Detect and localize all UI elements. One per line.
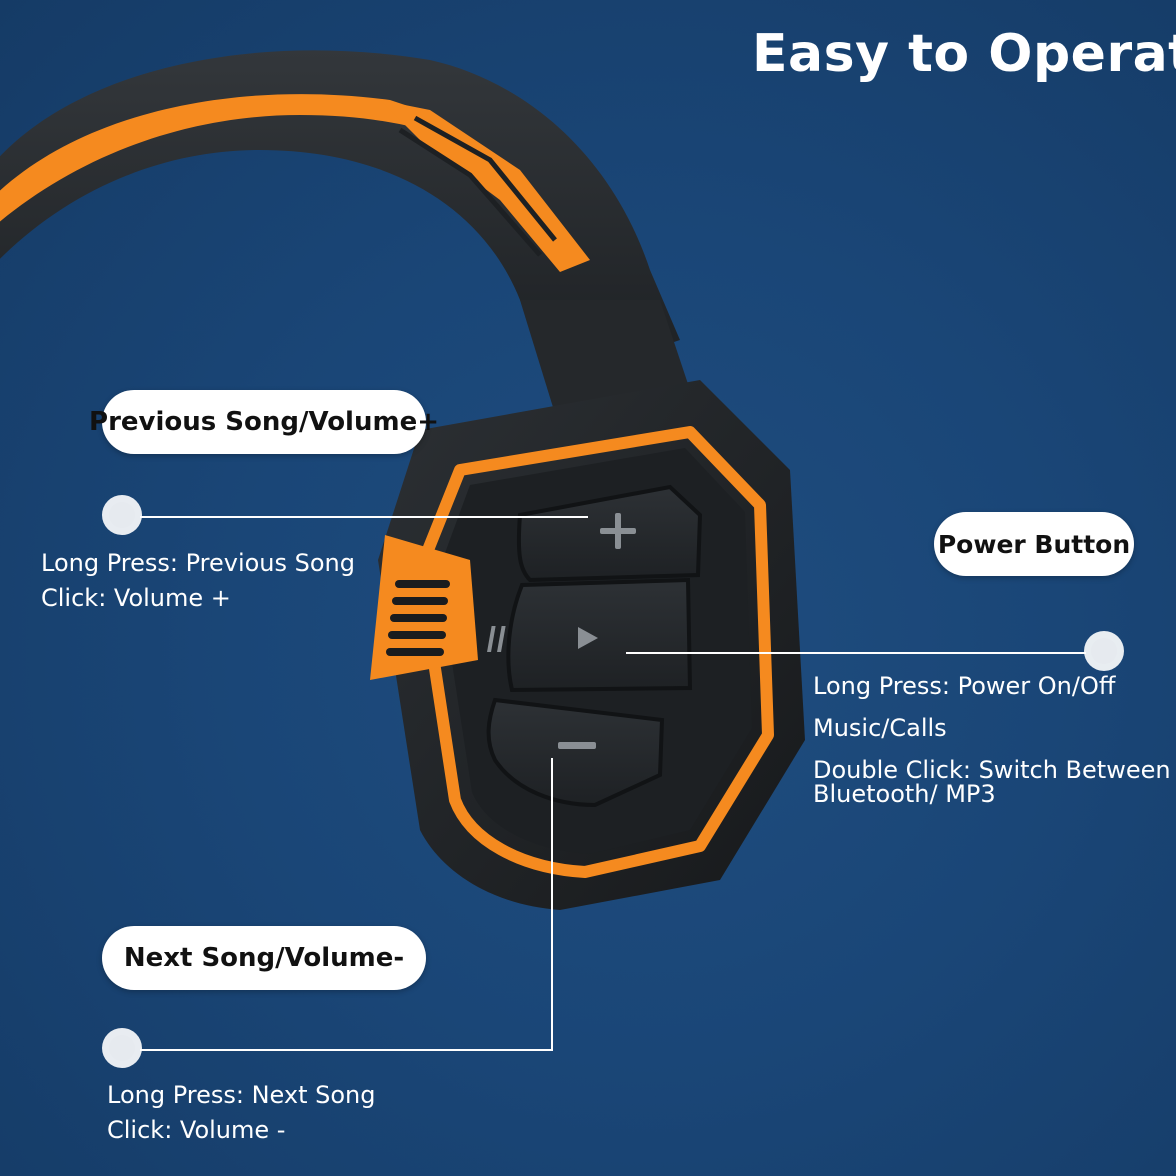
previous-song-description: Long Press: Previous Song Click: Volume … (41, 546, 355, 616)
callout-lines (140, 516, 1086, 1051)
volume-up-button[interactable] (516, 484, 703, 583)
previous-song-label: Previous Song/Volume+ (89, 390, 439, 454)
play-pause-button[interactable] (487, 577, 693, 693)
power-music-calls-text: Music/Calls (813, 714, 947, 742)
power-button-description: Long Press: Power On/Off Music/Calls Dou… (813, 672, 1171, 808)
power-bluetooth-mp3-text: Bluetooth/ MP3 (813, 780, 996, 808)
power-double-click-text: Double Click: Switch Between (813, 756, 1171, 784)
callout-dot-next (102, 1028, 142, 1068)
previous-long-press-text: Long Press: Previous Song (41, 549, 356, 577)
minus-icon (558, 742, 596, 749)
next-long-press-text: Long Press: Next Song (107, 1081, 376, 1109)
power-long-press-text: Long Press: Power On/Off (813, 672, 1116, 700)
page-title: Easy to Operate (752, 24, 1176, 84)
previous-click-text: Click: Volume + (41, 584, 231, 612)
callout-dot-power (1084, 631, 1124, 671)
headband (0, 50, 700, 430)
next-click-text: Click: Volume - (107, 1116, 286, 1144)
power-button-label: Power Button (934, 512, 1134, 576)
next-song-description: Long Press: Next Song Click: Volume - (107, 1078, 376, 1148)
callout-dot-previous (102, 495, 142, 535)
side-grille (370, 535, 478, 680)
play-pause-icon (487, 626, 598, 652)
next-song-label: Next Song/Volume- (102, 926, 426, 990)
plus-icon (600, 513, 636, 549)
volume-down-button[interactable] (486, 697, 665, 808)
